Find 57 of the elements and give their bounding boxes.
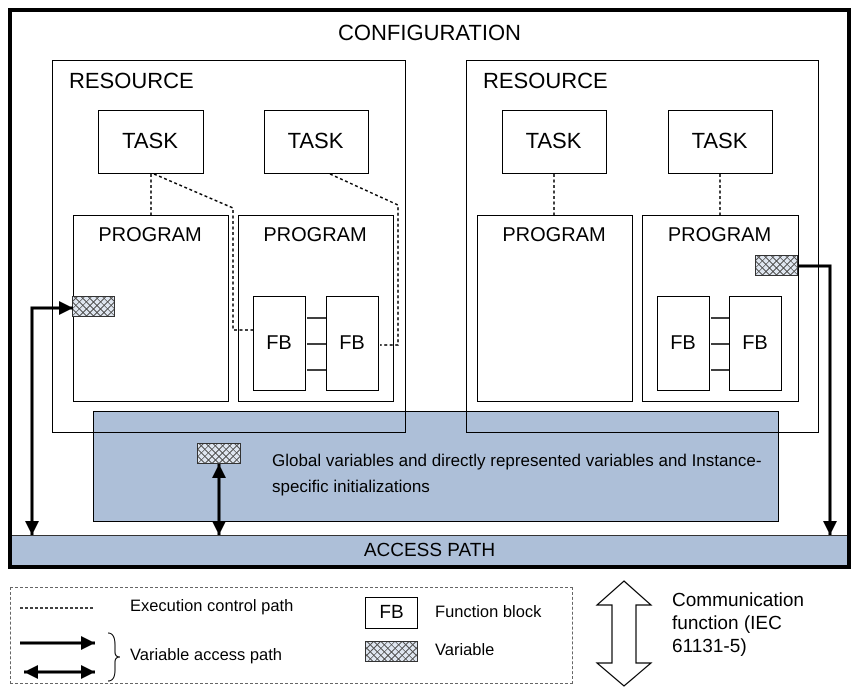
- legend-text: Function block: [435, 603, 542, 622]
- legend-text: Execution control path: [130, 597, 294, 616]
- task-label: TASK: [286, 128, 344, 154]
- program-box: [72, 214, 228, 402]
- resource-box: [466, 60, 819, 433]
- configuration-title: CONFIGURATION: [337, 20, 522, 45]
- task-label: TASK: [690, 128, 748, 154]
- configuration-box: [8, 8, 851, 569]
- global-variables-area: [93, 411, 779, 522]
- execution-control-line: [150, 174, 152, 215]
- execution-control-line: [154, 173, 254, 331]
- task-label: TASK: [121, 128, 179, 154]
- program-title: PROGRAM: [262, 224, 368, 246]
- function-block-box: [729, 296, 782, 391]
- variable-symbol: [197, 443, 241, 464]
- access-path-label: ACCESS PATH: [362, 540, 496, 562]
- resource-title: RESOURCE: [483, 69, 608, 94]
- function-block-label: FB: [669, 332, 697, 354]
- access-path-bar: [12, 535, 847, 565]
- program-title: PROGRAM: [97, 224, 203, 246]
- function-block-box: [253, 296, 306, 391]
- connection-line: [711, 369, 730, 371]
- task-box: [98, 110, 204, 174]
- connection-line: [307, 317, 327, 319]
- global-variables-text: Global variables and directly represented variables and Instance-specific initializations: [272, 450, 762, 498]
- connection-line: [711, 343, 730, 345]
- variable-access-arrow: [25, 301, 73, 535]
- variable-symbol: [72, 296, 115, 317]
- task-box: [668, 110, 772, 174]
- program-box: [642, 214, 798, 402]
- legend-function-block-symbol: FB: [365, 597, 418, 629]
- function-block-box: [657, 296, 710, 391]
- legend-text: Variable access path: [130, 646, 282, 664]
- function-block-box: [326, 296, 379, 391]
- connection-line: [307, 369, 327, 371]
- variable-access-arrow: [212, 464, 226, 535]
- function-block-label: FB: [741, 332, 769, 354]
- execution-control-line: [330, 173, 399, 346]
- program-title: PROGRAM: [666, 224, 772, 246]
- function-block-label: FB: [265, 332, 293, 354]
- execution-control-line: [553, 174, 555, 215]
- resource-box: [52, 60, 406, 433]
- legend-text: Variable: [435, 641, 494, 660]
- program-box: [238, 214, 394, 402]
- variable-symbol: [755, 255, 798, 276]
- task-box: [264, 110, 368, 174]
- resource-title: RESOURCE: [69, 69, 194, 94]
- communication-function-text: Communication function (IEC 61131-5): [672, 590, 805, 658]
- task-box: [502, 110, 606, 174]
- connection-line: [711, 317, 730, 319]
- function-block-label: FB: [338, 332, 366, 354]
- program-title: PROGRAM: [501, 224, 607, 246]
- program-box: [476, 214, 632, 402]
- variable-access-arrow: [799, 264, 837, 535]
- task-label: TASK: [524, 128, 582, 154]
- execution-control-line: [719, 174, 721, 215]
- connection-line: [307, 343, 327, 345]
